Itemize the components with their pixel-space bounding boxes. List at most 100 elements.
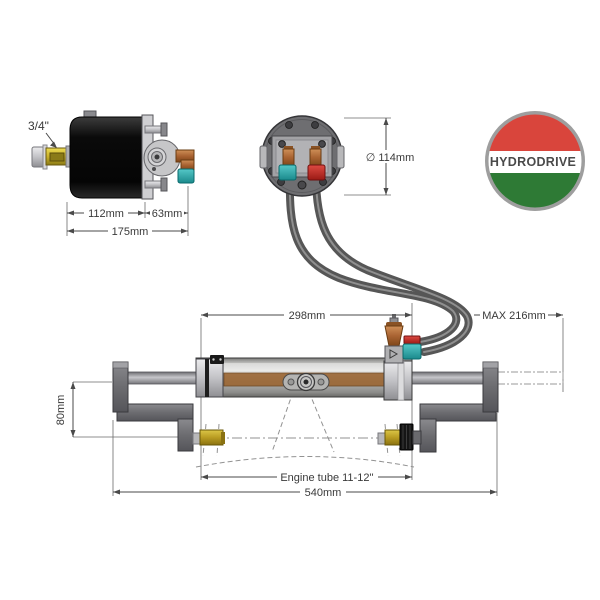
label-bg (300, 485, 346, 498)
pin-stub (412, 430, 422, 445)
bracket-post-cap (482, 361, 499, 369)
label-bg (84, 206, 128, 219)
arrowhead (67, 228, 74, 234)
trunnion-screw (317, 378, 325, 386)
label-bg (150, 206, 184, 219)
right-end-band (397, 360, 405, 401)
pin-tip (377, 432, 386, 445)
bolt-hole (311, 121, 319, 129)
helm-pump-side-view (31, 110, 195, 200)
trunnion-screw (287, 378, 295, 386)
bleed-clamp (210, 355, 224, 364)
arrowhead (113, 489, 120, 495)
label-bg (480, 308, 548, 321)
arrowhead (405, 474, 412, 480)
center-bolt (297, 180, 307, 190)
valve-cone (384, 325, 404, 347)
label-bg (277, 470, 378, 484)
hub-hole (152, 167, 156, 171)
sweep-line-left (271, 391, 294, 453)
mount-tab-right (336, 145, 345, 169)
shaft-hex-nut (31, 146, 45, 168)
tiller-pin-right (377, 423, 422, 451)
logo-stripe-red (488, 114, 582, 151)
dim-label-diameter: ∅ 114mm (366, 152, 415, 164)
tiller-bracket-left (112, 361, 194, 452)
dim-label-max216: MAX 216mm (482, 310, 546, 322)
mount-stud-top (144, 125, 163, 134)
bracket-post (482, 361, 499, 413)
port-fitting-right (309, 148, 322, 167)
mount-stud-bottom (144, 180, 163, 189)
valve-body (384, 345, 404, 364)
trunnion-center (303, 379, 309, 385)
logo-stripe-green (488, 173, 582, 208)
stud-nut-bottom (160, 177, 168, 192)
bleed-clamp-dot (219, 358, 222, 361)
port-fitting-cap (311, 146, 320, 150)
label-bg (284, 308, 330, 321)
pin-brass-end (221, 432, 225, 444)
dim-label-80mm: 80mm (55, 395, 67, 426)
stud-nut-top (160, 122, 168, 137)
end-cap-seal (205, 359, 209, 397)
sweep-line-right (308, 391, 335, 453)
red-hose-fitting (403, 335, 421, 345)
cylinder-assembly (112, 314, 564, 468)
callout-label-shaft: 3/4" (28, 119, 49, 133)
logo-wordmark: HYDRODRIVE (490, 155, 576, 169)
dim-label-63mm: 63mm (152, 208, 183, 220)
label-bg (108, 224, 152, 238)
hose-starboard-highlight (315, 175, 470, 353)
pump-body (69, 116, 144, 199)
arrowhead (490, 489, 497, 495)
shaft-keyway (49, 152, 65, 162)
valve-flow-arrow (389, 349, 399, 359)
hydraulic-hoses (285, 172, 473, 356)
arrowhead (201, 312, 208, 318)
left-end-cap (195, 358, 224, 398)
plate-screw (318, 140, 326, 148)
hydrodrive-logo: HYDRODRIVE (485, 111, 585, 211)
arrowhead (70, 382, 76, 389)
arrowhead (383, 118, 389, 125)
dim-label-175mm: 175mm (112, 226, 149, 238)
pin-brass-body (384, 429, 402, 446)
logo-stripes (488, 114, 582, 208)
valve-stem-tip (392, 314, 396, 319)
logo-stripe-white (488, 151, 582, 173)
tiller-bracket-right (419, 361, 499, 453)
arrowhead (383, 188, 389, 195)
bypass-valve (384, 314, 422, 364)
arrowhead (556, 312, 563, 318)
sweep-arc (195, 456, 415, 468)
hub-fitting-center (154, 154, 160, 160)
bracket-post (112, 361, 129, 413)
bracket-drop-post (177, 418, 194, 452)
helm-pump-top-view (259, 115, 345, 197)
dim-label-540mm: 540mm (305, 487, 342, 499)
teal-hose-nut (278, 164, 297, 181)
arrowhead (67, 210, 74, 216)
plate-screw (278, 140, 286, 148)
arrowhead (70, 430, 76, 437)
dim-label-298mm: 298mm (289, 310, 326, 322)
port-fitting-cap (284, 146, 293, 150)
arrowhead (50, 141, 57, 148)
bolt-hole (285, 121, 293, 129)
bleed-clamp-dot (212, 358, 215, 361)
tiller-pin-left (192, 429, 225, 446)
port-fitting-left (282, 148, 295, 167)
red-hose-nut (307, 164, 326, 181)
barrel-gloss (224, 363, 384, 371)
label-bg (363, 150, 417, 163)
phantom-extended-rod (498, 371, 564, 385)
dim-label-engine-tube: Engine tube 11-12'' (280, 472, 373, 484)
arrowhead (201, 474, 208, 480)
teal-fitting-side (177, 168, 195, 184)
pin-brass-body (199, 429, 224, 446)
dim-label-112mm: 112mm (88, 208, 124, 220)
bracket-post-cap (112, 361, 129, 369)
